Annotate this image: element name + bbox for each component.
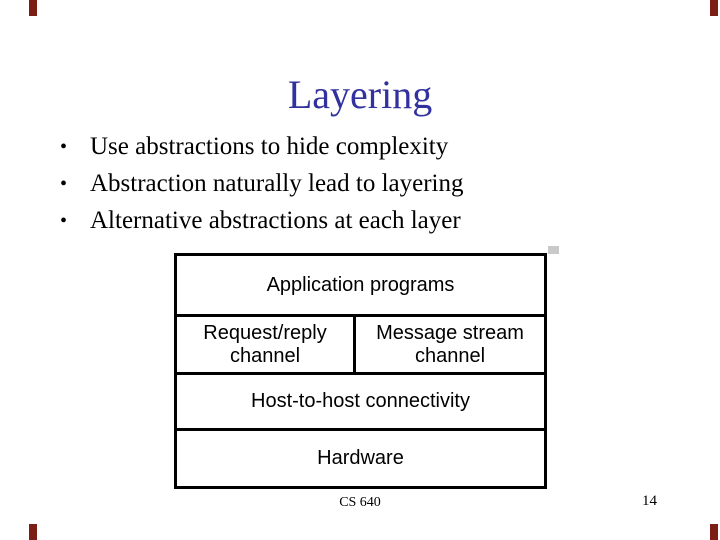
layer-stack-diagram: Application programs Request/reply chann…: [174, 246, 559, 489]
frame-corner-mark-top-left: [29, 0, 37, 16]
layer-label: Hardware: [317, 447, 404, 469]
bullet-text: Alternative abstractions at each layer: [90, 207, 461, 234]
bullet-marker: •: [60, 173, 68, 195]
layer-request-reply-channel: Request/reply channel: [174, 314, 356, 375]
layer-application-programs: Application programs: [174, 253, 547, 317]
layer-label: Host-to-host connectivity: [251, 390, 470, 412]
layer-host-to-host-connectivity: Host-to-host connectivity: [174, 372, 547, 431]
frame-corner-mark-bottom-right: [710, 524, 718, 540]
corner-render-artifact: [548, 246, 559, 254]
bullet-item: • Use abstractions to hide complexity: [60, 133, 660, 170]
layer-label-line: Request/reply: [203, 321, 327, 344]
layer-label-line: Message stream: [376, 321, 524, 344]
bullet-item: • Abstraction naturally lead to layering: [60, 170, 660, 207]
bullet-marker: •: [60, 210, 68, 232]
layer-message-stream-channel: Message stream channel: [353, 314, 547, 375]
slide-title: Layering: [287, 72, 433, 117]
layer-hardware: Hardware: [174, 428, 547, 489]
layer-label: Application programs: [266, 273, 455, 296]
bullet-text: Abstraction naturally lead to layering: [90, 170, 464, 197]
footer-course-label: CS 640: [339, 495, 381, 510]
bullet-text: Use abstractions to hide complexity: [90, 133, 449, 160]
bullet-list: • Use abstractions to hide complexity • …: [60, 133, 660, 244]
frame-corner-mark-bottom-left: [29, 524, 37, 540]
bullet-marker: •: [60, 136, 68, 158]
frame-corner-mark-top-right: [710, 0, 718, 16]
bullet-item: • Alternative abstractions at each layer: [60, 207, 660, 244]
layer-label-line: channel: [414, 344, 486, 367]
layer-channels-row: Request/reply channel Message stream cha…: [174, 314, 547, 375]
layer-label-line: channel: [229, 344, 301, 367]
page-number: 14: [642, 493, 657, 509]
